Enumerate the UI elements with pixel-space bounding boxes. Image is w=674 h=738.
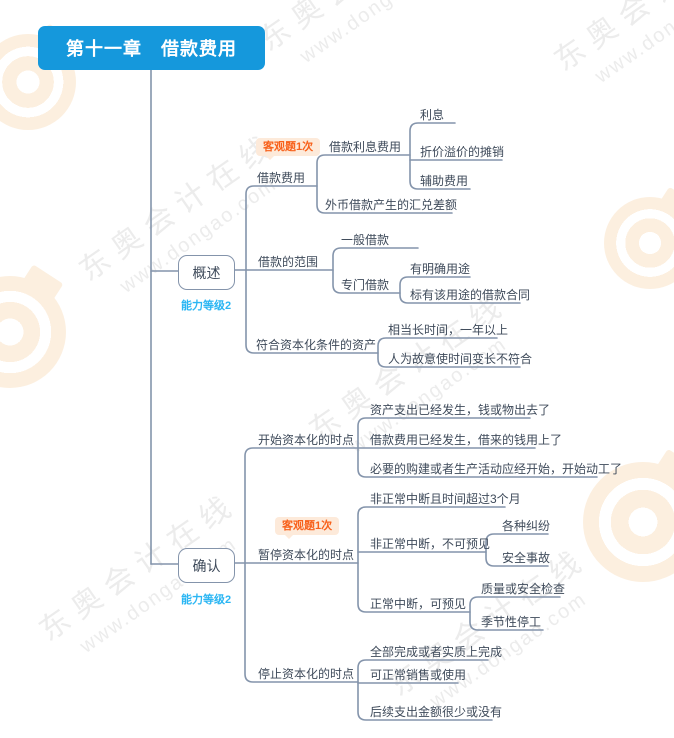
node-overview-label: 概述 — [192, 264, 221, 281]
node-qualifying-assets[interactable]: 符合资本化条件的资产 — [256, 338, 377, 352]
objective-question-badge[interactable]: 客观题1次 — [275, 517, 340, 540]
node-safety-accident[interactable]: 安全事故 — [502, 551, 551, 565]
node-interest[interactable]: 利息 — [420, 108, 445, 122]
node-normal-foreseeable[interactable]: 正常中断，可预见 — [370, 597, 467, 611]
node-suspend-capitalization[interactable]: 暂停资本化的时点 — [258, 548, 355, 562]
node-borrowing-costs[interactable]: 借款费用 — [257, 171, 306, 185]
node-confirmation-label: 确认 — [192, 557, 221, 574]
node-overview[interactable]: 概述 — [178, 255, 235, 290]
node-borrowing-cost-incurred[interactable]: 借款费用已经发生，借来的钱用上了 — [370, 433, 563, 447]
node-fx-differences[interactable]: 外币借款产生的汇兑差额 — [325, 198, 458, 212]
node-borrowing-scope[interactable]: 借款的范围 — [258, 255, 319, 269]
node-little-subsequent-expenditure[interactable]: 后续支出金额很少或没有 — [370, 705, 503, 719]
node-abnormal-unforeseeable[interactable]: 非正常中断，不可预见 — [370, 537, 491, 551]
ability-level-confirmation[interactable]: 能力等级2 — [181, 594, 232, 606]
dongao-logo-watermark — [583, 462, 674, 582]
node-seasonal-shutdown[interactable]: 季节性停工 — [481, 615, 542, 629]
ability-level-overview[interactable]: 能力等级2 — [181, 300, 232, 312]
node-clear-purpose[interactable]: 有明确用途 — [410, 262, 471, 276]
node-labeled-loan-contract[interactable]: 标有该用途的借款合同 — [410, 288, 531, 302]
node-auxiliary-costs[interactable]: 辅助费用 — [420, 174, 469, 188]
node-asset-expenditure-occurred[interactable]: 资产支出已经发生，钱或物出去了 — [370, 403, 551, 417]
node-interest-expense[interactable]: 借款利息费用 — [329, 140, 402, 154]
node-general-borrowing[interactable]: 一般借款 — [341, 233, 390, 247]
node-start-capitalization[interactable]: 开始资本化的时点 — [258, 433, 355, 447]
node-special-borrowing[interactable]: 专门借款 — [341, 278, 390, 292]
node-discount-premium-amortization[interactable]: 折价溢价的摊销 — [420, 145, 505, 159]
node-stop-capitalization[interactable]: 停止资本化的时点 — [258, 667, 355, 681]
objective-question-badge[interactable]: 客观题1次 — [256, 138, 321, 161]
node-activity-started[interactable]: 必要的购建或者生产活动应经开始，开始动工了 — [370, 462, 623, 476]
node-abnormal-interruption-3-months[interactable]: 非正常中断且时间超过3个月 — [370, 492, 521, 506]
node-deliberate-delay[interactable]: 人为故意使时间变长不符合 — [388, 352, 533, 366]
node-long-time[interactable]: 相当长时间，一年以上 — [388, 323, 509, 337]
node-various-disputes[interactable]: 各种纠纷 — [502, 519, 551, 533]
chapter-title[interactable]: 第十一章 借款费用 — [38, 26, 265, 70]
dongao-logo-watermark — [604, 197, 674, 289]
node-confirmation[interactable]: 确认 — [178, 548, 235, 583]
node-ready-for-sale-or-use[interactable]: 可正常销售或使用 — [370, 668, 467, 682]
node-substantially-complete[interactable]: 全部完成或者实质上完成 — [370, 645, 503, 659]
node-quality-safety-check[interactable]: 质量或安全检查 — [481, 582, 566, 596]
